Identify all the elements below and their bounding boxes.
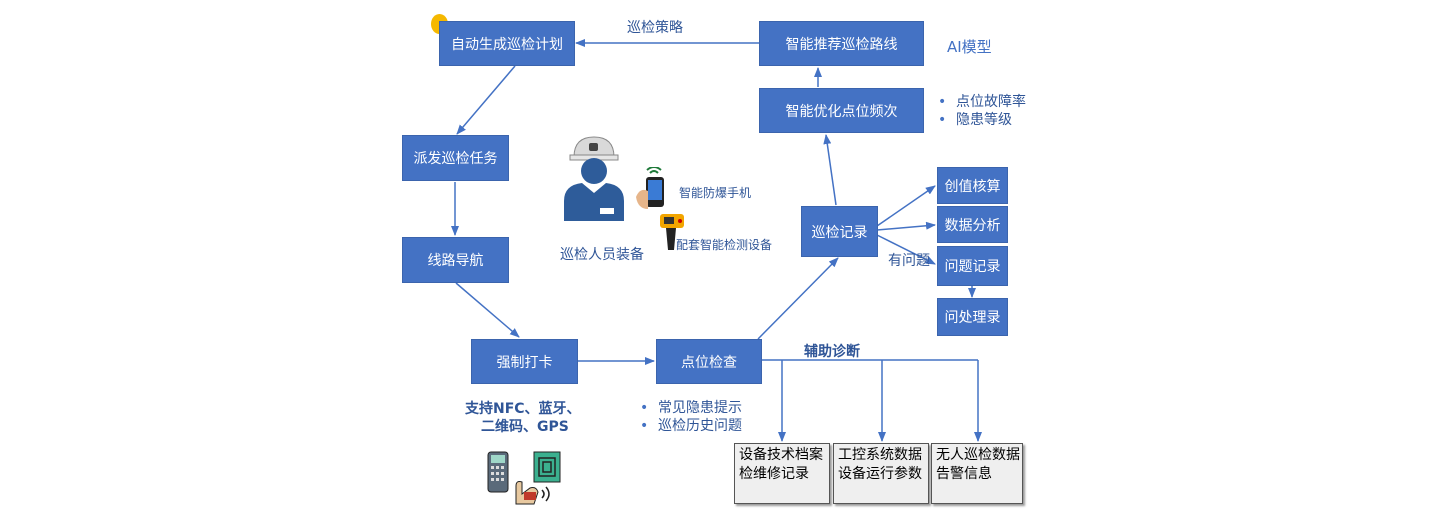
- worker-helmet-icon: [564, 136, 624, 221]
- smart-phone-label: 智能防爆手机: [679, 186, 752, 200]
- smart-device-label: 配套智能检测设备: [676, 238, 773, 252]
- drone-data-line1: 无人巡检数据: [936, 447, 1020, 463]
- patrol-record-label: 巡检记录: [811, 224, 868, 241]
- checkin-label: 强制打卡: [496, 354, 553, 371]
- dispatch-label: 派发巡检任务: [413, 151, 498, 167]
- arrow-record-to-optimize: [823, 134, 837, 206]
- recommend-route-box[interactable]: 智能推荐巡检路线: [759, 21, 924, 66]
- checkin-box[interactable]: 强制打卡: [471, 339, 578, 384]
- drone-data-line2: 告警信息: [936, 466, 992, 482]
- arrow-plan-to-dispatch: [456, 65, 516, 135]
- auto-plan-box[interactable]: 自动生成巡检计划: [439, 21, 575, 66]
- arrow-record-to-analysis: [876, 221, 936, 231]
- value-calc-box[interactable]: 创值核算: [937, 167, 1008, 204]
- navigate-box[interactable]: 线路导航: [402, 237, 509, 283]
- patrol-strategy-label: 巡检策略: [627, 20, 683, 36]
- aux-diagnosis-label: 辅助诊断: [804, 344, 860, 360]
- optimize-freq-label: 智能优化点位频次: [785, 103, 898, 120]
- nfc-card-reader-icon: [487, 451, 561, 505]
- point-check-label: 点位检查: [681, 354, 737, 371]
- control-system-line2: 设备运行参数: [838, 466, 922, 482]
- patrol-record-box[interactable]: 巡检记录: [801, 206, 878, 257]
- drone-data-box[interactable]: 无人巡检数据 告警信息: [931, 443, 1023, 504]
- personnel-equipment-label: 巡检人员装备: [560, 247, 644, 263]
- control-system-line1: 工控系统数据: [838, 447, 922, 463]
- optimize-bullet-2: •隐患等级: [938, 112, 1012, 128]
- has-issue-label: 有问题: [888, 253, 930, 269]
- navigate-label: 线路导航: [427, 253, 484, 269]
- equipment-archive-line1: 设备技术档案: [739, 447, 823, 463]
- issue-handling-box[interactable]: 问处理录: [937, 298, 1008, 336]
- issue-record-label: 问题记录: [944, 259, 1001, 275]
- equipment-archive-box[interactable]: 设备技术档案 检维修记录: [734, 443, 830, 504]
- infrared-thermometer-icon: [660, 214, 684, 250]
- optimize-bullets: •点位故障率 •隐患等级: [938, 93, 1026, 129]
- issue-record-box[interactable]: 问题记录: [937, 246, 1008, 286]
- dispatch-box[interactable]: 派发巡检任务: [402, 135, 509, 181]
- support-line2: 二维码、GPS: [481, 419, 569, 435]
- point-check-bullet-1: •常见隐患提示: [640, 400, 742, 416]
- data-analysis-box[interactable]: 数据分析: [937, 206, 1008, 243]
- auto-plan-label: 自动生成巡检计划: [451, 36, 563, 53]
- recommend-route-label: 智能推荐巡检路线: [785, 36, 898, 53]
- arrow-record-to-value: [876, 185, 936, 227]
- control-system-box[interactable]: 工控系统数据 设备运行参数: [833, 443, 929, 504]
- point-check-bullets: •常见隐患提示 •巡检历史问题: [640, 399, 742, 435]
- point-check-bullet-2: •巡检历史问题: [640, 418, 742, 434]
- optimize-freq-box[interactable]: 智能优化点位频次: [759, 88, 924, 133]
- data-analysis-label: 数据分析: [944, 217, 1001, 234]
- support-line1: 支持NFC、蓝牙、: [465, 401, 581, 417]
- issue-handling-label: 问处理录: [944, 310, 1001, 326]
- arrow-navigate-to-checkin: [455, 282, 520, 338]
- optimize-bullet-1: •点位故障率: [938, 94, 1026, 110]
- explosion-proof-phone-icon: [636, 167, 664, 209]
- point-check-box[interactable]: 点位检查: [656, 339, 762, 384]
- arrow-pointcheck-to-record: [757, 257, 839, 340]
- arrow-record-to-issue: [876, 234, 936, 265]
- equipment-archive-line2: 检维修记录: [739, 466, 809, 482]
- value-calc-label: 创值核算: [944, 178, 1001, 195]
- ai-model-label: AI模型: [947, 38, 992, 56]
